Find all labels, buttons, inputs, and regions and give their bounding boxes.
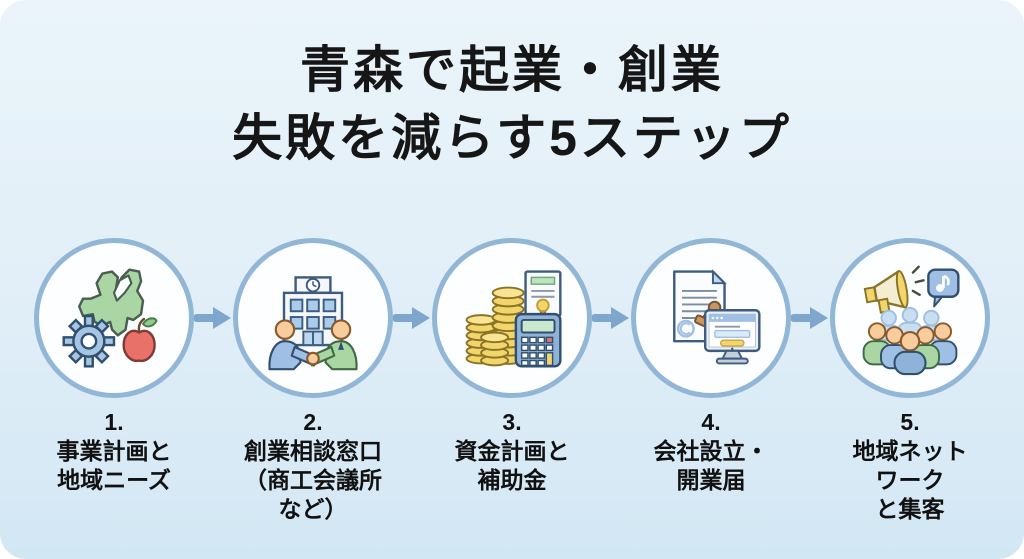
calculator-icon — [514, 312, 562, 368]
handshake-people-icon — [268, 319, 358, 371]
arrow-right-icon — [392, 304, 433, 332]
page-title-line1: 青森で起業・創業 — [300, 42, 724, 98]
aomori-map-gear-apple-icon — [62, 268, 158, 368]
office-building-icon — [282, 276, 344, 347]
step-1-number: 1. — [104, 409, 124, 435]
megaphone-icon — [863, 269, 909, 314]
step-2-label: 創業相談窓口 （商工会議所 など） — [244, 438, 382, 522]
step-1-label: 事業計画と 地域ニーズ — [56, 438, 172, 493]
step-5-label: 地域ネット ワーク と集客 — [852, 438, 968, 522]
building-handshake-icon — [268, 276, 358, 371]
step-1-circle — [34, 238, 194, 398]
certificate-icon — [524, 270, 562, 320]
step-4-caption: 4. 会社設立・ 開業届 — [654, 408, 769, 495]
step-5-caption: 5. 地域ネット ワーク と集客 — [853, 408, 968, 524]
step-4-label: 会社設立・ 開業届 — [653, 438, 769, 493]
step-4-circle — [631, 238, 791, 398]
step-5: 5. 地域ネット ワーク と集客 — [820, 238, 1000, 524]
step-5-number: 5. — [900, 409, 920, 435]
step-3-circle — [432, 238, 592, 398]
step-2: 2. 創業相談窓口 （商工会議所 など） — [223, 238, 403, 524]
step-3-caption: 3. 資金計画と 補助金 — [455, 408, 570, 495]
step-1-caption: 1. 事業計画と 地域ニーズ — [57, 408, 172, 495]
crowd-icon — [862, 306, 958, 376]
step-2-circle — [233, 238, 393, 398]
gear-icon — [62, 314, 116, 368]
step-4-number: 4. — [701, 409, 721, 435]
step-2-caption: 2. 創業相談窓口 （商工会議所 など） — [244, 408, 382, 524]
step-2-number: 2. — [303, 409, 323, 435]
apple-icon — [122, 317, 158, 363]
steps-row: 1. 事業計画と 地域ニーズ — [0, 238, 1024, 524]
page-title-line2: 失敗を減らす5ステップ — [232, 110, 792, 166]
step-3: 3. 資金計画と 補助金 — [422, 238, 602, 524]
step-3-number: 3. — [502, 409, 522, 435]
computer-monitor-icon — [703, 309, 761, 365]
megaphone-crowd-sns-icon — [862, 265, 960, 376]
page-title: 青森で起業・創業 失敗を減らす5ステップ — [0, 0, 1024, 172]
document-stamp-computer-icon — [673, 269, 761, 365]
step-5-circle — [830, 238, 990, 398]
coins-calculator-certificate-icon — [465, 270, 562, 368]
step-4: 4. 会社設立・ 開業届 — [621, 238, 801, 524]
arrow-right-icon — [591, 304, 632, 332]
step-1: 1. 事業計画と 地域ニーズ — [24, 238, 204, 524]
arrow-right-icon — [790, 304, 831, 332]
tiktok-bubble-icon — [927, 268, 960, 308]
arrow-right-icon — [193, 304, 234, 332]
step-3-label: 資金計画と 補助金 — [454, 438, 570, 493]
sound-lines-icon — [911, 265, 925, 297]
